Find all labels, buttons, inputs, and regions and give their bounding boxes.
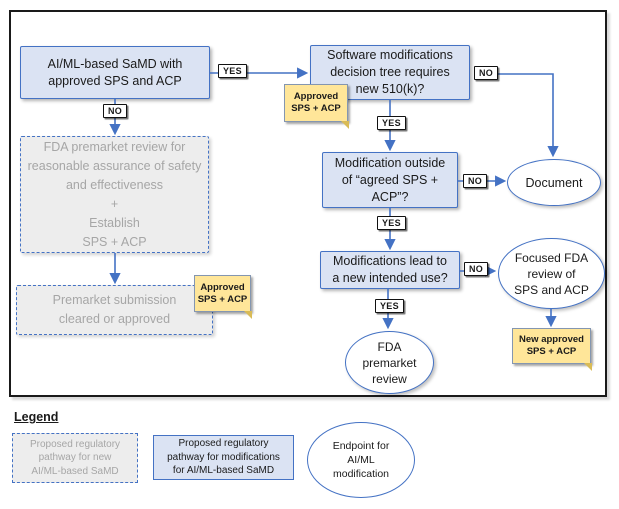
legend-dashed-box: Proposed regulatory pathway for new AI/M… [12,433,138,483]
node-fda-premarket-review: FDA premarket review for reasonable assu… [20,136,209,253]
sticky-new-approved-label: New approved SPS + ACP [519,334,584,357]
no-badge-3: NO [463,174,488,188]
no-badge-1-label: NO [108,106,123,116]
node-fda-premarket-review-label: FDA premarket review for reasonable assu… [27,139,202,249]
endpoint-fda-premarket-review: FDA premarket review [345,331,434,394]
legend-endpoint-label: Endpoint for AI/ML modification [332,440,390,480]
sticky-note-approved-sps-acp-top: Approved SPS + ACP [284,84,349,129]
folded-corner-icon [341,121,349,129]
legend-endpoint-ellipse: Endpoint for AI/ML modification [307,422,415,498]
legend-dashed-label: Proposed regulatory pathway for new AI/M… [29,438,121,477]
yes-badge-1: YES [218,64,247,78]
node-software-mods-decision: Software modifications decision tree req… [310,45,470,100]
no-badge-2: NO [474,66,499,80]
no-badge-2-label: NO [479,68,494,78]
node-samd-label: AI/ML-based SaMD with approved SPS and A… [47,56,183,88]
yes-badge-1-label: YES [223,66,242,76]
endpoint-focused-fda-review-label: Focused FDA review of SPS and ACP [514,250,589,297]
no-badge-4-label: NO [469,264,484,274]
legend-title: Legend [14,410,59,424]
endpoint-focused-fda-review: Focused FDA review of SPS and ACP [498,238,605,309]
node-mod-outside-agreed: Modification outside of “agreed SPS + AC… [322,152,458,208]
node-new-intended-use: Modifications lead to a new intended use… [320,251,460,289]
no-badge-4: NO [464,262,489,276]
node-software-mods-label: Software modifications decision tree req… [327,48,453,96]
yes-badge-3-label: YES [382,218,401,228]
endpoint-fda-premarket-review-label: FDA premarket review [362,339,417,386]
no-badge-3-label: NO [468,176,483,186]
no-badge-1: NO [103,104,128,118]
node-samd-with-sps-acp: AI/ML-based SaMD with approved SPS and A… [20,46,210,99]
node-new-intended-use-label: Modifications lead to a new intended use… [332,254,448,285]
node-premarket-cleared: Premarket submission cleared or approved [16,285,213,335]
yes-badge-3: YES [377,216,406,230]
endpoint-document: Document [507,159,601,206]
legend-solid-box: Proposed regulatory pathway for modifica… [153,435,294,480]
sticky-note-approved-sps-acp-left: Approved SPS + ACP [194,275,252,319]
sticky-approved-left-label: Approved SPS + ACP [197,281,248,305]
yes-badge-4-label: YES [380,301,399,311]
folded-corner-icon [584,363,592,371]
sticky-approved-top-label: Approved SPS + ACP [291,91,341,114]
yes-badge-2: YES [377,116,406,130]
endpoint-document-label: Document [525,175,583,190]
folded-corner-icon [244,311,252,319]
node-mod-outside-label: Modification outside of “agreed SPS + AC… [334,155,446,204]
node-premarket-cleared-label: Premarket submission cleared or approved [52,293,177,326]
yes-badge-4: YES [375,299,404,313]
sticky-note-new-approved-sps-acp: New approved SPS + ACP [512,328,592,371]
yes-badge-2-label: YES [382,118,401,128]
legend-solid-label: Proposed regulatory pathway for modifica… [167,438,280,477]
